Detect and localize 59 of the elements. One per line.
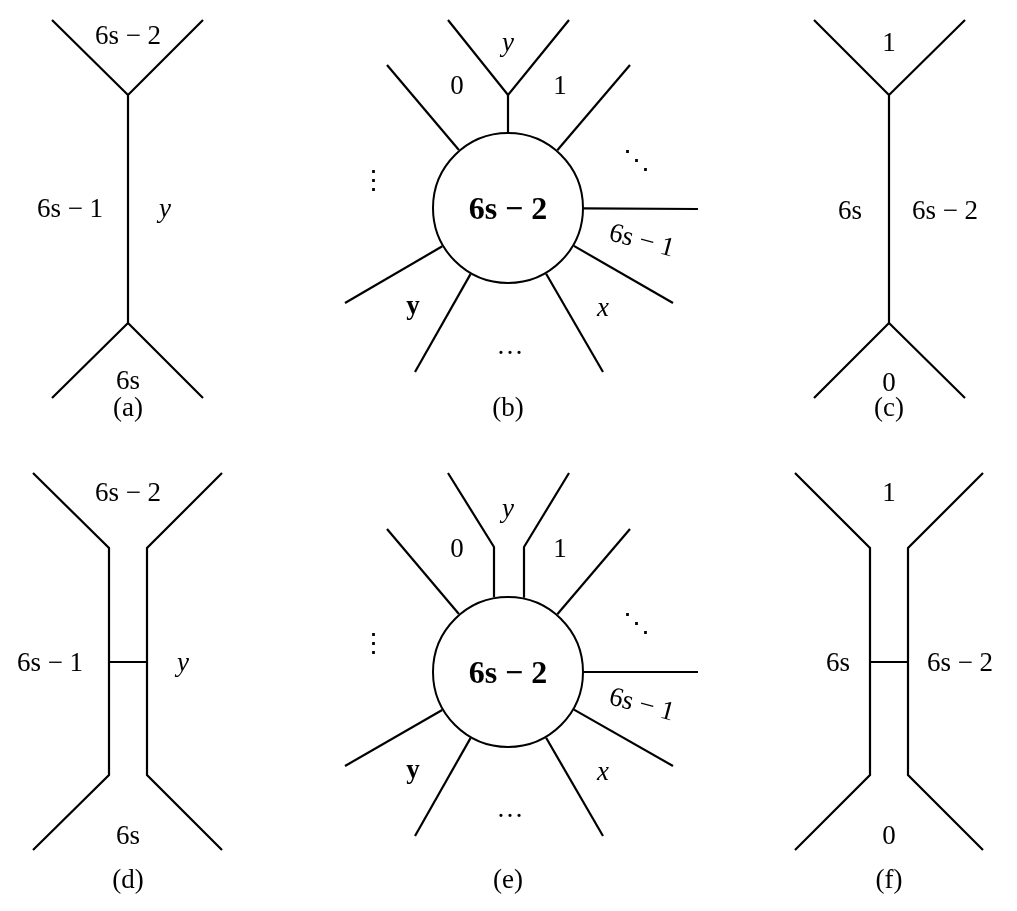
math-label: 0 bbox=[450, 534, 464, 562]
connector-line bbox=[386, 528, 460, 615]
panel-caption: (f) bbox=[875, 865, 903, 893]
ellipsis-mark: … bbox=[496, 331, 524, 359]
connector-line bbox=[545, 737, 604, 837]
panel-caption: (a) bbox=[113, 393, 143, 421]
connector-line bbox=[573, 244, 674, 304]
connector-line bbox=[344, 709, 443, 767]
connector-line bbox=[344, 245, 443, 304]
ellipsis-mark: ⋮ bbox=[359, 166, 387, 194]
math-label: 1 bbox=[882, 478, 896, 506]
math-label: 1 bbox=[553, 534, 567, 562]
vertex-label: 6s − 2 bbox=[468, 653, 548, 691]
connector-line bbox=[522, 472, 570, 598]
connector-line bbox=[573, 708, 674, 767]
ellipsis-mark: ⋱ bbox=[622, 146, 650, 174]
math-label: y bbox=[177, 648, 189, 676]
math-label: y bbox=[406, 755, 420, 783]
math-label: y bbox=[159, 194, 171, 222]
math-label: 0 bbox=[882, 821, 896, 849]
connector-line bbox=[556, 528, 631, 615]
connector-line bbox=[545, 273, 604, 373]
ellipsis-mark: … bbox=[496, 794, 524, 822]
math-label: 6s − 2 bbox=[94, 21, 162, 49]
math-label: 6s bbox=[826, 648, 850, 676]
math-label: 6s bbox=[116, 366, 140, 394]
math-label: y bbox=[406, 291, 420, 319]
panel-caption: (d) bbox=[112, 865, 144, 893]
panel-caption: (b) bbox=[492, 393, 524, 421]
vertex-label: 6s − 2 bbox=[468, 189, 548, 227]
ellipsis-mark: ⋮ bbox=[359, 629, 387, 657]
math-label: y bbox=[502, 494, 514, 522]
connector-line bbox=[386, 64, 460, 151]
math-label: 6s − 2 bbox=[911, 196, 979, 224]
math-label: 0 bbox=[882, 368, 896, 396]
panel-caption: (c) bbox=[874, 393, 904, 421]
math-label: 6s − 1 bbox=[606, 218, 678, 262]
math-label: x bbox=[597, 757, 609, 785]
connector-line bbox=[584, 670, 698, 674]
connector-line bbox=[584, 207, 698, 211]
math-label: 6s bbox=[838, 196, 862, 224]
panel-caption: (e) bbox=[493, 865, 523, 893]
math-label: 6s − 1 bbox=[606, 682, 678, 726]
math-label: 0 bbox=[450, 71, 464, 99]
connector-line bbox=[414, 737, 472, 837]
math-label: x bbox=[597, 293, 609, 321]
math-label: 6s − 1 bbox=[16, 648, 84, 676]
math-label: 1 bbox=[882, 28, 896, 56]
ellipsis-mark: ⋱ bbox=[622, 609, 650, 637]
connector-line bbox=[414, 273, 472, 373]
math-label: y bbox=[502, 28, 514, 56]
math-label: 6s − 1 bbox=[36, 194, 104, 222]
math-label: 6s bbox=[116, 821, 140, 849]
connector-line bbox=[506, 95, 510, 132]
connector-line bbox=[556, 64, 631, 151]
math-label: 6s − 2 bbox=[926, 648, 994, 676]
math-label: 6s − 2 bbox=[94, 478, 162, 506]
math-label: 1 bbox=[553, 71, 567, 99]
connector-line bbox=[447, 472, 496, 598]
